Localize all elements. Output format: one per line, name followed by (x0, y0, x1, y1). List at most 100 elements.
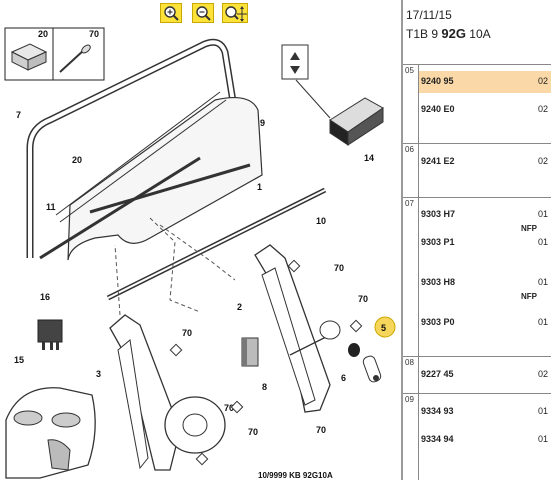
zoom-move-button[interactable] (222, 3, 248, 23)
group-number: 08 (405, 358, 414, 367)
header-code: T1B 9 92G 10A (406, 26, 491, 41)
pad-markers (169, 259, 363, 466)
outer-strip (106, 187, 327, 301)
part-ref[interactable]: 9303 P0 (421, 317, 455, 327)
code-suffix: 10A (469, 27, 491, 41)
legend-70: 70 (89, 29, 99, 39)
part-row[interactable]: 9334 94 01 (419, 429, 551, 451)
callout[interactable]: 6 (341, 373, 346, 383)
nfp-note: NFP (521, 224, 537, 233)
parts-list-panel: 17/11/15 T1B 9 92G 10A 05 9240 95 02 924… (403, 0, 551, 480)
group-number: 05 (405, 66, 414, 75)
group-05: 05 9240 95 02 9240 E0 02 (403, 65, 551, 144)
zoom-move-icon (225, 6, 247, 22)
group-separator (418, 357, 419, 393)
part-row[interactable]: 9303 P0 01 (419, 312, 551, 334)
panel-divider[interactable] (401, 0, 403, 480)
callout[interactable]: 70 (248, 427, 258, 437)
rivet-icon (59, 44, 91, 73)
callout[interactable]: 2 (237, 302, 242, 312)
part-ref[interactable]: 9240 E0 (421, 104, 455, 114)
selected-callout-highlight (374, 316, 396, 338)
zoom-in-button[interactable] (160, 3, 182, 23)
part-qty: 01 (537, 237, 548, 247)
group-number: 06 (405, 145, 414, 154)
parts-diagram: 20 70 (4, 27, 396, 479)
part-qty: 01 (537, 406, 548, 416)
part-ref[interactable]: 9334 93 (421, 406, 454, 416)
callout[interactable]: 15 (14, 355, 24, 365)
part-ref[interactable]: 9303 P1 (421, 237, 455, 247)
zoom-out-icon (196, 6, 211, 21)
group-number: 09 (405, 395, 414, 404)
part-ref[interactable]: 9241 E2 (421, 156, 455, 166)
part-qty: 01 (537, 277, 548, 287)
callout-labels: 7 9 20 1 11 10 14 16 70 70 2 70 5 8 6 15… (14, 110, 386, 437)
header-separator (403, 64, 551, 65)
code-prefix: T1B 9 (406, 27, 439, 41)
part-ref[interactable]: 9334 94 (421, 434, 454, 444)
diagram-toolbar (0, 0, 401, 26)
callout[interactable]: 3 (96, 369, 101, 379)
part-row[interactable]: 9303 H8 01 NFP (419, 272, 551, 301)
part-row[interactable]: 9241 E2 02 (419, 151, 551, 173)
part-row[interactable]: 9303 P1 01 (419, 232, 551, 254)
zoom-in-icon (164, 6, 179, 21)
part-qty: 02 (537, 156, 548, 166)
group-number: 07 (405, 199, 414, 208)
part-row[interactable]: 9334 93 01 (419, 401, 551, 423)
diagram-panel[interactable]: 20 70 (0, 0, 401, 480)
part-qty: 01 (537, 209, 548, 219)
group-separator (418, 144, 419, 197)
glass-channel (39, 156, 201, 260)
callout[interactable]: 20 (72, 155, 82, 165)
nfp-note: NFP (521, 292, 537, 301)
part-ref[interactable]: 9303 H7 (421, 209, 456, 219)
callout[interactable]: 70 (224, 403, 234, 413)
group-06: 06 9241 E2 02 (403, 144, 551, 198)
callout[interactable]: 14 (364, 153, 374, 163)
callout[interactable]: 10 (316, 216, 326, 226)
legend-box: 20 70 (4, 27, 105, 81)
part-qty: 01 (537, 317, 548, 327)
window-switch (281, 44, 384, 146)
callout[interactable]: 70 (316, 425, 326, 435)
code-bold: 92G (441, 26, 466, 41)
callout[interactable]: 11 (46, 202, 56, 212)
part-ref[interactable]: 9240 95 (421, 76, 454, 86)
rear-regulator (254, 244, 341, 413)
callout[interactable]: 70 (358, 294, 368, 304)
part-ref[interactable]: 9303 H8 (421, 277, 456, 287)
zoom-out-button[interactable] (192, 3, 214, 23)
part-row[interactable]: 9240 95 02 (419, 71, 551, 93)
relay (37, 319, 63, 350)
callout[interactable]: 7 (16, 110, 21, 120)
header-date: 17/11/15 (406, 8, 452, 22)
part-ref[interactable]: 9227 45 (421, 369, 454, 379)
group-07: 07 9303 H7 01 NFP 9303 P1 01 9303 H8 01 … (403, 198, 551, 357)
diagram-footer-label: 10/9999 KB 92G10A (258, 471, 333, 480)
part-qty: 01 (537, 434, 548, 444)
callout[interactable]: 70 (182, 328, 192, 338)
part-row[interactable]: 9303 H7 01 NFP (419, 204, 551, 233)
leader-dashes (114, 217, 236, 316)
part-row[interactable]: 9240 E0 02 (419, 99, 551, 121)
group-separator (418, 65, 419, 143)
part-qty: 02 (537, 104, 548, 114)
front-regulator (109, 314, 226, 471)
callout[interactable]: 8 (262, 382, 267, 392)
damper-pad (241, 337, 259, 367)
callout[interactable]: 16 (40, 292, 50, 302)
callout[interactable]: 70 (334, 263, 344, 273)
callout[interactable]: 5 (381, 323, 386, 333)
door-trim (5, 387, 96, 479)
group-separator (418, 394, 419, 480)
callout[interactable]: 9 (260, 118, 265, 128)
part-qty: 02 (537, 76, 548, 86)
window-seal (26, 38, 240, 258)
callout[interactable]: 1 (257, 182, 262, 192)
group-08: 08 9227 45 02 (403, 357, 551, 394)
group-separator (418, 198, 419, 356)
legend-20: 20 (38, 29, 48, 39)
part-row[interactable]: 9227 45 02 (419, 364, 551, 386)
